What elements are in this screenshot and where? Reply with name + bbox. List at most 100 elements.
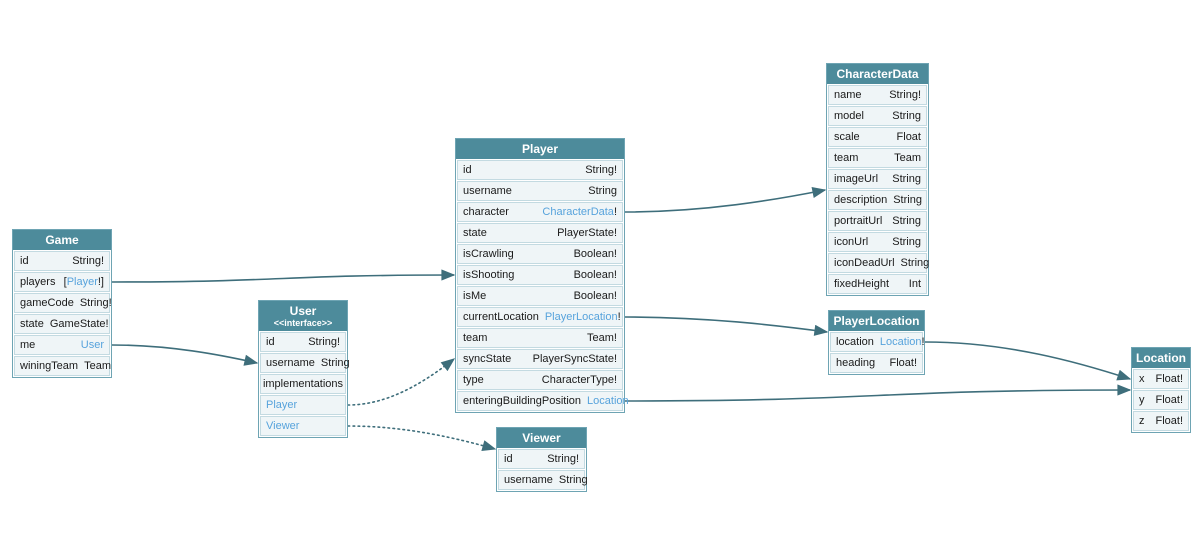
entity-header-viewer[interactable]: Viewer [497, 428, 586, 448]
field-type: String! [547, 453, 579, 465]
field-row-state: state PlayerState! [457, 223, 623, 243]
type-text: String [892, 236, 921, 248]
field-row-state: state GameState! [14, 314, 110, 334]
entity-header-player[interactable]: Player [456, 139, 624, 159]
field-type: String [893, 194, 922, 206]
type-text: Team [894, 152, 921, 164]
field-type: Team [894, 152, 921, 164]
field-name: username [266, 357, 315, 369]
field-name: implementations [262, 378, 344, 390]
field-type: Float! [1155, 373, 1183, 385]
edge-game-players-to-player [111, 269, 456, 283]
field-name: iconDeadUrl [834, 257, 895, 269]
type-text: String! [547, 453, 579, 465]
type-link[interactable]: User [80, 339, 104, 351]
type-link[interactable]: Player [266, 399, 298, 411]
field-name: team [463, 332, 488, 344]
entity-title: User [289, 303, 317, 318]
entity-header-game[interactable]: Game [13, 230, 111, 250]
edge-player-enteringBuildingPosition-to-location [624, 384, 1132, 402]
field-row-username: username String [260, 353, 350, 373]
field-type: Float! [1155, 394, 1183, 406]
entity-header-location[interactable]: Location [1132, 348, 1190, 368]
edge-playerlocation-location-to-location [924, 341, 1132, 381]
entity-header-characterdata[interactable]: CharacterData [827, 64, 928, 84]
entity-header-user[interactable]: User<<interface>> [259, 301, 347, 331]
type-text: PlayerSyncState! [532, 353, 617, 365]
field-row-Viewer: Viewer [260, 416, 346, 436]
entity-header-playerlocation[interactable]: PlayerLocation [829, 311, 924, 331]
type-text: String [320, 357, 350, 369]
field-type: String [892, 173, 921, 185]
field-name: model [834, 110, 864, 122]
type-text: String! [308, 336, 340, 348]
field-name: isShooting [463, 269, 515, 281]
field-name: x [1139, 373, 1145, 385]
type-text: Float! [1155, 394, 1183, 406]
field-name: location [836, 336, 874, 348]
field-row-character: character CharacterData! [457, 202, 623, 222]
type-text: Float! [1155, 373, 1183, 385]
type-text: PlayerState! [557, 227, 617, 239]
type-text: String [892, 173, 921, 185]
type-link[interactable]: Viewer [266, 420, 300, 432]
field-name: state [463, 227, 487, 239]
field-row-description: description String [828, 190, 927, 210]
type-text: CharacterType! [541, 374, 617, 386]
field-name: z [1139, 415, 1145, 427]
field-name: description [834, 194, 888, 206]
field-row-Player: Player [260, 395, 346, 415]
type-text: Float! [889, 357, 917, 369]
edge-player-currentLocation-to-playerlocation [624, 316, 829, 336]
type-link[interactable]: Location [879, 336, 922, 348]
type-link[interactable]: PlayerLocation [544, 311, 618, 323]
field-name: gameCode [20, 297, 74, 309]
type-text: Float! [1155, 415, 1183, 427]
field-type: String [892, 236, 921, 248]
field-name: winingTeam [20, 360, 79, 372]
field-name: currentLocation [463, 311, 539, 323]
field-type: PlayerSyncState! [533, 353, 617, 365]
field-row-x: x Float! [1133, 369, 1189, 389]
type-text: Boolean! [573, 248, 617, 260]
entity-title: Player [521, 141, 559, 156]
type-text: ! [613, 206, 617, 218]
field-type: Int [909, 278, 921, 290]
field-type: Boolean! [574, 269, 617, 281]
field-type: String! [585, 164, 617, 176]
type-text: [ [63, 276, 67, 288]
type-text: Team [84, 360, 111, 372]
field-type: Float [897, 131, 921, 143]
entity-title: Location [1136, 350, 1186, 365]
field-type: PlayerLocation! [545, 311, 621, 323]
type-text: String [892, 110, 921, 122]
field-name: state [20, 318, 44, 330]
field-name: scale [834, 131, 860, 143]
type-text: ! [617, 311, 621, 323]
field-type: GameState! [50, 318, 109, 330]
field-name: username [463, 185, 512, 197]
type-link[interactable]: CharacterData [542, 206, 614, 218]
type-link[interactable]: Player [66, 276, 98, 288]
field-type: String! [889, 89, 921, 101]
type-link[interactable]: Location [587, 395, 629, 407]
field-name: character [463, 206, 509, 218]
